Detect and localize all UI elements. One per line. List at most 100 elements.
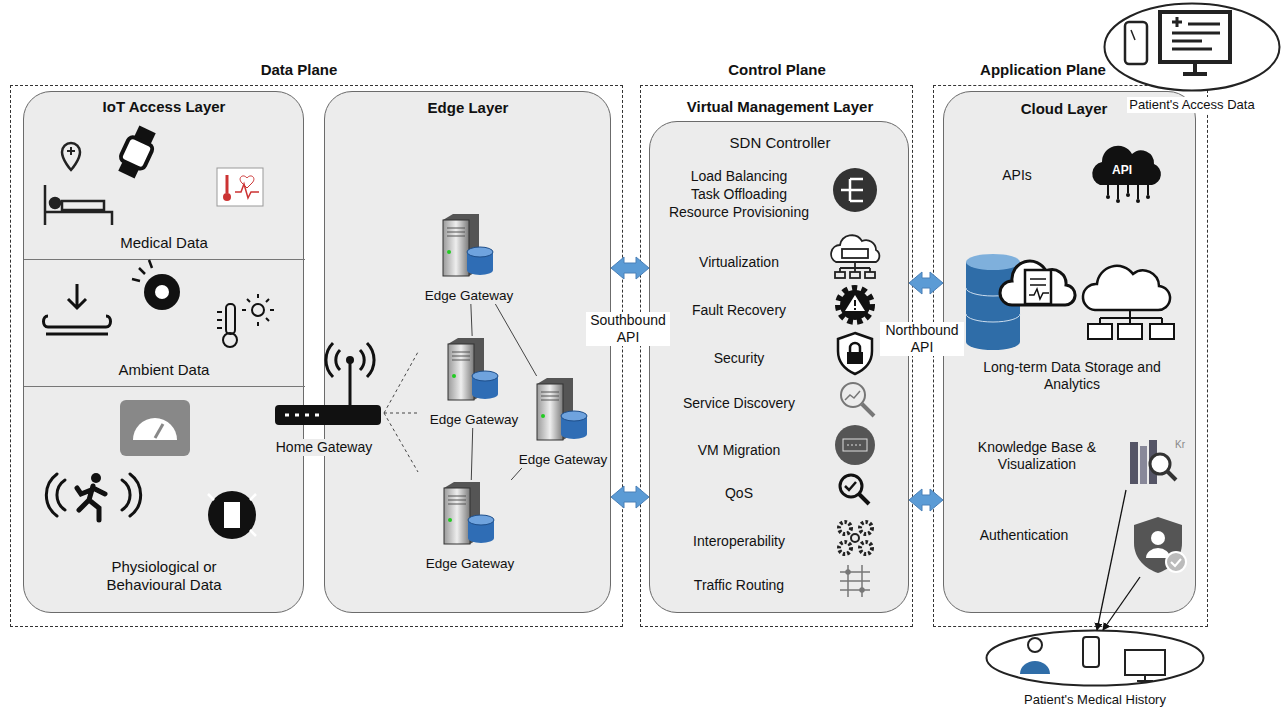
access-arrow	[1097, 490, 1126, 630]
node-text-wrap: Load Balancing	[659, 167, 819, 185]
node-heading: Physiological or Behavioural Data	[79, 558, 249, 594]
node-text: Virtualization	[699, 254, 779, 271]
plane-region: Data PlaneIoT Access LayerMedical DataAm…	[10, 85, 623, 627]
node-text-wrap: Fault Recovery	[659, 301, 819, 319]
node-text: Security	[714, 350, 765, 367]
load-balancing-icon	[833, 168, 877, 212]
node-heading-wrap: Edge Layer	[368, 99, 568, 117]
icon-text: Kr	[1175, 439, 1185, 451]
node-text: Interoperability	[693, 533, 785, 550]
node-heading: Edge Layer	[428, 99, 509, 117]
api-cloud-icon	[1092, 146, 1161, 203]
ellipse-shape	[1105, 4, 1280, 91]
node-text-wrap: Task Offloading	[659, 185, 819, 203]
node-heading-wrap: Edge Gateway	[424, 410, 524, 428]
qos-icon	[840, 475, 869, 504]
node-heading-wrap: Data Plane	[199, 61, 399, 79]
health-record-cloud-icon	[1000, 261, 1075, 305]
node-text-wrap: SDN Controller	[680, 134, 880, 152]
watch-icon	[115, 124, 160, 180]
node-text: Authentication	[980, 527, 1069, 544]
node-heading-wrap: IoT Access Layer	[54, 98, 274, 116]
temperature-icon	[217, 294, 274, 347]
node-heading-wrap: Ambient Data	[54, 361, 274, 379]
node-heading-wrap: Virtual Management Layer	[655, 98, 905, 116]
node-heading: Ambient Data	[119, 361, 210, 379]
gateway-link	[471, 304, 472, 336]
smoke-detector-icon	[132, 260, 180, 310]
node-text-wrap: Long-term Data Storage and Analytics	[962, 359, 1182, 393]
access-arrow	[1103, 577, 1140, 630]
patient-devices-icon	[1125, 12, 1230, 74]
node-heading-wrap: Edge Gateway	[419, 286, 519, 304]
node-text: Long-term Data Storage and Analytics	[962, 359, 1182, 393]
floor-sensor-icon	[44, 284, 111, 334]
medical-history-icons	[1020, 637, 1165, 681]
node-text: Traffic Routing	[694, 577, 784, 594]
node-heading-wrap: Edge Gateway	[516, 450, 610, 468]
node-heading-wrap: Patient's Medical History	[990, 690, 1200, 708]
security-icon	[838, 333, 872, 374]
server-icon	[448, 338, 498, 400]
node-heading: Application Plane	[980, 61, 1106, 79]
node-heading: Home Gateway	[274, 439, 374, 456]
home-gateway: Home Gateway	[269, 336, 389, 456]
server-icon	[444, 482, 494, 544]
node-heading: Virtual Management Layer	[687, 98, 873, 116]
vital-monitor-icon	[217, 168, 263, 206]
vm-migration-icon	[835, 425, 875, 465]
node-text: SDN Controller	[730, 134, 831, 152]
node-text-wrap: Resource Provisioning	[659, 203, 819, 221]
node-text: Knowledge Base & Visualization	[967, 439, 1107, 473]
router-icon	[275, 343, 418, 472]
weight-scale-icon	[120, 400, 190, 456]
node-text: Resource Provisioning	[669, 204, 809, 221]
authentication-icon	[1134, 517, 1186, 573]
ellipse-shape	[987, 631, 1204, 686]
api-label: Southbound API	[586, 312, 670, 346]
node-text: Task Offloading	[691, 186, 787, 203]
virtualization-icon	[831, 235, 879, 278]
node-heading-wrap: Home Gateway	[269, 438, 379, 456]
door-sensor-icon	[208, 491, 256, 539]
node-text-wrap: Service Discovery	[659, 394, 819, 412]
server-icon	[537, 378, 587, 440]
interoperability-icon	[839, 522, 872, 554]
node-text-wrap: Security	[659, 349, 819, 367]
gateway-link	[511, 468, 522, 480]
node-heading: Patient's Access Data	[1127, 97, 1256, 113]
node-heading: Data Plane	[261, 61, 338, 79]
node-text-wrap: Virtualization	[659, 253, 819, 271]
node-text-wrap: Interoperability	[659, 532, 819, 550]
node-heading: Cloud Layer	[1021, 100, 1108, 118]
node-heading: Edge Gateway	[425, 288, 514, 304]
node-text: Service Discovery	[683, 395, 795, 412]
api-arrow	[909, 272, 943, 294]
server-icon	[443, 214, 493, 276]
api-label: Northbound API	[880, 322, 964, 356]
node-text-wrap: Authentication	[959, 526, 1089, 544]
node-heading-wrap: Medical Data	[54, 234, 274, 252]
node-text: APIs	[1002, 167, 1032, 184]
knowledge-base-icon	[1130, 440, 1176, 484]
node-text: VM Migration	[698, 442, 780, 459]
gateway-link	[495, 304, 536, 376]
api-label-wrap: Northbound API	[880, 322, 964, 356]
node-heading: Control Plane	[728, 61, 826, 79]
patient-bed-icon	[45, 143, 112, 225]
node-heading-wrap: Patient's Access Data	[1107, 95, 1277, 113]
motion-icon	[46, 473, 140, 520]
node-heading-wrap: Control Plane	[677, 61, 877, 79]
fault-recovery-icon	[839, 289, 871, 321]
node-text-wrap: Traffic Routing	[659, 576, 819, 594]
node-heading: IoT Access Layer	[103, 98, 226, 116]
node-heading: Edge Gateway	[519, 452, 608, 468]
node-heading: Medical Data	[120, 234, 208, 252]
api-arrow	[611, 486, 649, 508]
api-label-wrap: Southbound API	[586, 312, 670, 346]
node-text: QoS	[725, 485, 753, 502]
gateway-link	[471, 428, 472, 480]
node-text-wrap: VM Migration	[659, 441, 819, 459]
traffic-routing-icon	[840, 565, 870, 597]
